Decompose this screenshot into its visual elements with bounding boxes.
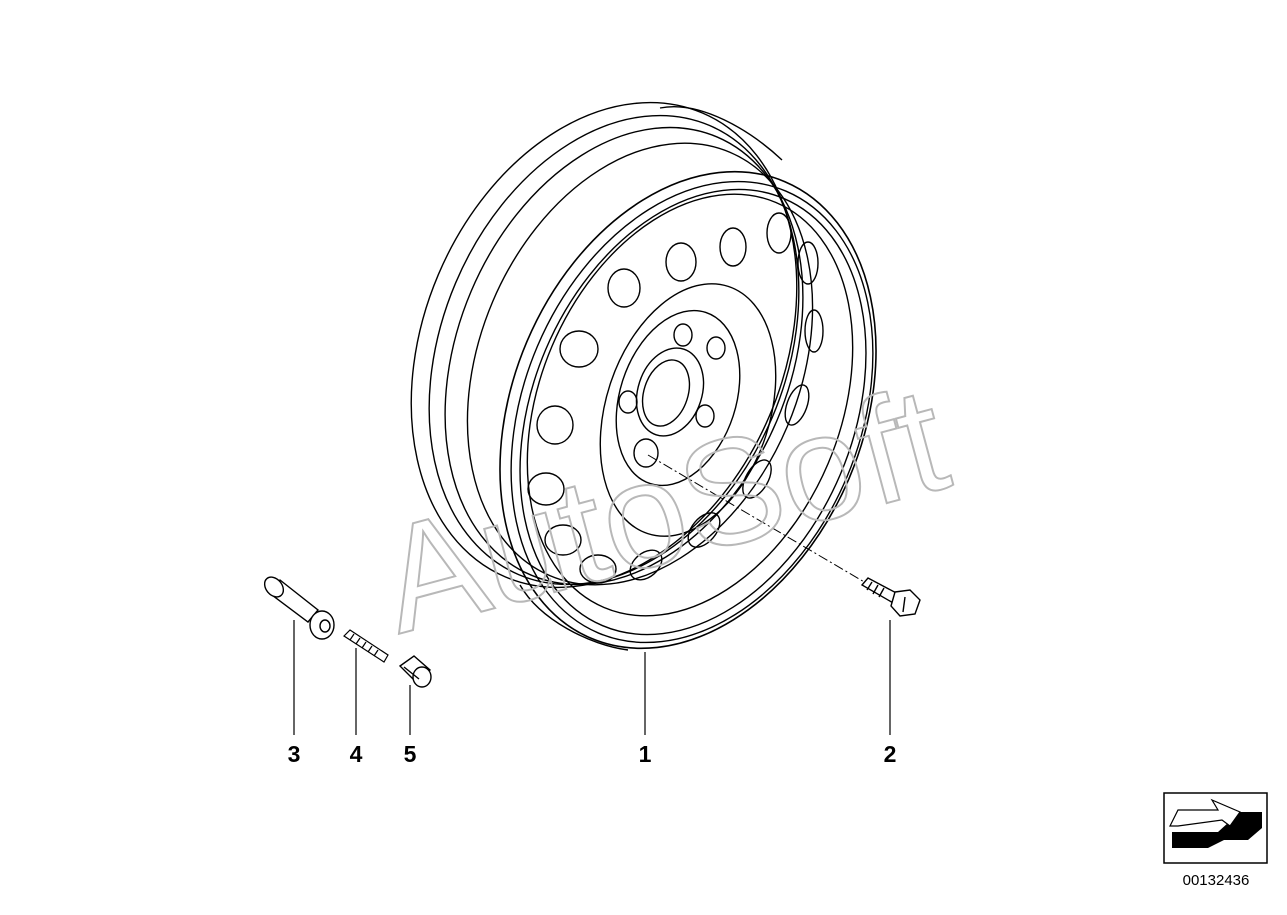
- assembly-line: [647, 454, 867, 584]
- valve-cap[interactable]: [398, 655, 432, 688]
- leader-lines: [293, 620, 891, 735]
- callout-3: 3: [288, 741, 301, 767]
- catalog-number: 00132436: [1183, 872, 1250, 889]
- callout-4: 4: [350, 741, 363, 767]
- callout-1: 1: [639, 741, 652, 767]
- wheel-bolt[interactable]: [860, 577, 921, 617]
- wheel-hub: [599, 283, 777, 537]
- callout-2: 2: [884, 741, 897, 767]
- callout-5: 5: [404, 741, 417, 767]
- direction-arrow-icon: [1163, 792, 1268, 864]
- steel-wheel[interactable]: [340, 43, 946, 707]
- valve-stem[interactable]: [261, 573, 335, 640]
- valve-core[interactable]: [343, 629, 389, 663]
- svg-text:AutoSoft: AutoSoft: [363, 354, 962, 665]
- watermark: AutoSoft: [362, 353, 963, 666]
- ventilation-holes: [527, 212, 824, 584]
